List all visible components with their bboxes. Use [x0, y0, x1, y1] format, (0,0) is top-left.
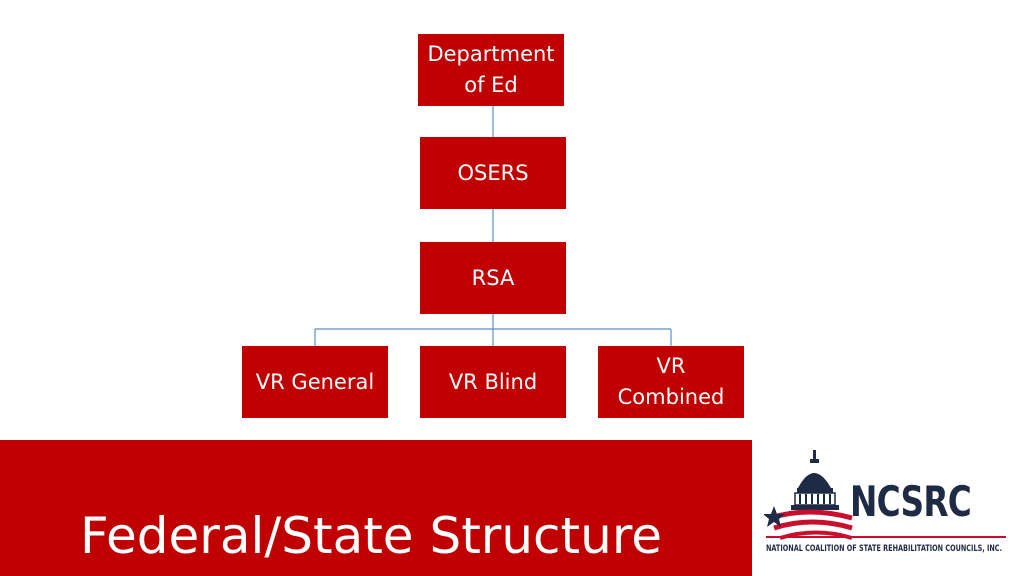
node-department-of-ed: Department of Ed	[418, 34, 564, 106]
capitol-dome-flag-icon	[764, 450, 853, 540]
logo-tagline: NATIONAL COALITION OF STATE REHABILITATI…	[766, 544, 1003, 554]
footer-band	[0, 440, 752, 576]
node-vr-blind: VR Blind	[420, 346, 566, 418]
logo-rule	[766, 536, 1006, 538]
node-vr-general: VR General	[242, 346, 388, 418]
logo-wordmark: NCSRC	[850, 477, 972, 526]
slide-title: Federal/State Structure	[80, 507, 663, 565]
node-rsa: RSA	[420, 242, 566, 314]
ncsrc-logo: NCSRC NATIONAL COALITION OF STATE REHABI…	[764, 448, 1006, 560]
node-vr-combined: VR Combined	[598, 346, 744, 418]
node-osers: OSERS	[420, 137, 566, 209]
